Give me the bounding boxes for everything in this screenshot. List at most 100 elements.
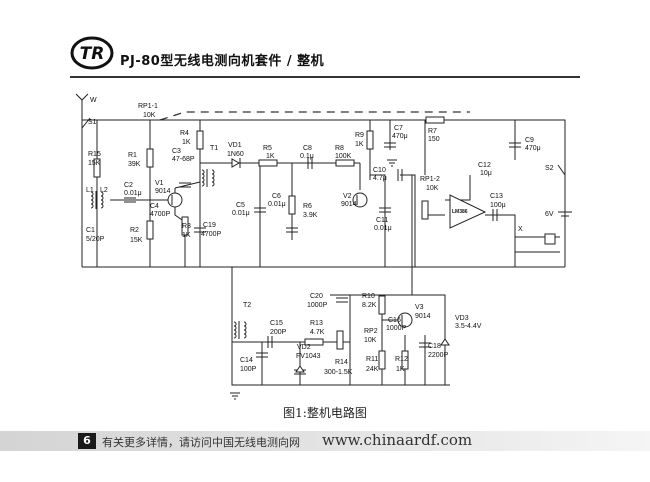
label-c18-0: C18 — [428, 343, 441, 350]
label-r13-0: R13 — [310, 320, 323, 327]
label-vd3-1: 3.5-4.4V — [455, 323, 482, 330]
label-v1-0: V1 — [155, 180, 164, 187]
label-r14-0: R14 — [335, 359, 348, 366]
label-c20-1: 1000P — [307, 302, 328, 309]
label-r8-1: 100K — [335, 153, 352, 160]
label-c11-0: C11 — [376, 217, 388, 224]
label-r13-1: 4.7K — [310, 329, 325, 336]
label-t2-0: T2 — [243, 302, 251, 309]
label-r11-0: R11 — [366, 356, 378, 363]
label-r7-0: R7 — [428, 128, 437, 135]
label-r10-0: R10 — [362, 293, 375, 300]
label-r14-1: 300-1.5K — [324, 369, 353, 376]
label-c6-0: C6 — [272, 193, 281, 200]
label-c10-0: C10 — [373, 167, 386, 174]
label-c5-1: 0.01μ — [232, 210, 250, 217]
label-r3-0: R3 — [182, 223, 191, 230]
label-r6-0: R6 — [303, 203, 312, 210]
label-c1-0: C1 — [86, 227, 95, 234]
label-w-0: W — [90, 97, 97, 104]
label-rp1-2-0: RP1-2 — [420, 176, 440, 183]
label-vd1-0: VD1 — [228, 142, 242, 149]
label-r6-1: 3.9K — [303, 212, 318, 219]
label-c19-1: 4700P — [201, 231, 222, 238]
label-c18-1: 2200P — [428, 352, 449, 359]
label-c14-1: 100P — [240, 366, 257, 373]
label-c15-1: 200P — [270, 329, 287, 336]
label-c11-1: 0.01μ — [374, 225, 392, 232]
page-title: PJ-80型无线电测向机套件 / 整机 — [120, 54, 325, 69]
label-c16-1: 1000P — [386, 325, 407, 332]
label-c12-1: 10μ — [480, 170, 492, 177]
label-x-0: X — [518, 226, 523, 233]
logo-text: TR — [80, 44, 105, 64]
label-l1-0: L1 — [86, 187, 94, 194]
label-c13-1: 100μ — [490, 202, 506, 209]
label-v3-0: V3 — [415, 304, 424, 311]
label-vd3-0: VD3 — [455, 315, 469, 322]
label-c7-1: 470μ — [392, 133, 408, 140]
label-rp1-2-1: 10K — [426, 185, 439, 192]
label-r11-1: 24K — [366, 366, 379, 373]
label-c3-1: 47-68P — [172, 156, 195, 163]
figure-caption: 图1:整机电路图 — [283, 406, 367, 420]
label-rp1-1-0: RP1-1 — [138, 103, 158, 110]
label-r10-1: 8.2K — [362, 302, 377, 309]
label-c8-0: C8 — [303, 145, 312, 152]
footer-note: 有关更多详情，请访问中国无线电测向网 — [102, 436, 300, 449]
label-c16-0: C16 — [388, 317, 401, 324]
label-r12-0: R12 — [395, 356, 408, 363]
header-rule — [70, 76, 580, 78]
footer-url[interactable]: www.chinaardf.com — [322, 431, 473, 449]
label-r4-0: R4 — [180, 130, 189, 137]
label-c10-1: 4.7μ — [373, 175, 387, 182]
label-s1-0: S1 — [88, 119, 97, 126]
label-c1-1: 5/20P — [86, 236, 105, 243]
label-r4-1: 1K — [182, 139, 191, 146]
label-ic-0: LM386 — [452, 209, 468, 215]
label-v1-1: 9014 — [155, 188, 171, 195]
label-c7-0: C7 — [394, 125, 403, 132]
label-r2-0: R2 — [130, 227, 139, 234]
label-c20-0: C20 — [310, 293, 323, 300]
gang-link — [159, 111, 470, 121]
label-c9-1: 470μ — [525, 145, 541, 152]
footer-bar: 6 有关更多详情，请访问中国无线电测向网 www.chinaardf.com — [0, 431, 650, 451]
label-r8-0: R8 — [335, 145, 344, 152]
label-r5-0: R5 — [263, 145, 272, 152]
label-v3-1: 9014 — [415, 313, 431, 320]
label-c8-1: 0.1μ — [300, 153, 314, 160]
label-vd2-0: VD2 — [297, 344, 311, 351]
label-r2-1: 15K — [130, 237, 143, 244]
label-r1-1: 39K — [128, 161, 141, 168]
label-c4-0: C4 — [150, 203, 159, 210]
label-vd2-1: FV1043 — [296, 353, 321, 360]
label-rp2-1: 10K — [364, 337, 377, 344]
label-bat-0: 6V — [545, 211, 554, 218]
label-c9-0: C9 — [525, 137, 534, 144]
label-c2-0: C2 — [124, 182, 133, 189]
label-r1-0: R1 — [128, 152, 137, 159]
label-v2-1: 9014 — [341, 201, 357, 208]
label-r7-1: 150 — [428, 136, 440, 143]
label-c2-1: 0.01μ — [124, 190, 142, 197]
label-vd1-1: 1N60 — [227, 151, 244, 158]
label-rp1-1-1: 10K — [143, 112, 156, 119]
label-c5-0: C5 — [236, 202, 245, 209]
label-r12-1: 1K — [396, 366, 405, 373]
label-r3-1: 1K — [182, 232, 191, 239]
label-r9-0: R9 — [355, 132, 364, 139]
label-c14-0: C14 — [240, 357, 253, 364]
label-l2-0: L2 — [100, 187, 108, 194]
label-v2-0: V2 — [343, 193, 352, 200]
label-rp2-0: RP2 — [364, 328, 378, 335]
label-r5-1: 1K — [266, 153, 275, 160]
label-r15-1: 15K — [88, 160, 101, 167]
label-c19-0: C19 — [203, 222, 216, 229]
label-s2-0: S2 — [545, 165, 554, 172]
page-number: 6 — [78, 433, 96, 449]
label-c13-0: C13 — [490, 193, 503, 200]
label-t1-0: T1 — [210, 145, 218, 152]
label-c4-1: 4700P — [150, 211, 171, 218]
